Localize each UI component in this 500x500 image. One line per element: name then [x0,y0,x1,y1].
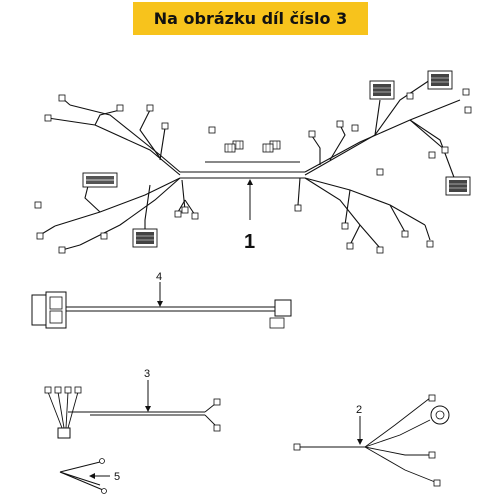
part-3-harness: 3 [44,368,221,439]
callout-4-label: 4 [156,271,162,283]
callout-1: 1 [244,179,255,253]
callout-5-label: 5 [114,471,120,483]
part-4-harness: 4 [31,271,292,329]
callout-2-label: 2 [356,404,362,416]
part-5-harness: 5 [59,458,120,494]
part-2-harness: 2 [293,394,450,487]
main-harness [39,79,461,251]
banner-text: Na obrázku díl číslo 3 [153,9,348,28]
header-banner: Na obrázku díl číslo 3 [133,2,368,35]
callout-3-label: 3 [144,368,150,380]
callout-1-label: 1 [244,231,255,253]
